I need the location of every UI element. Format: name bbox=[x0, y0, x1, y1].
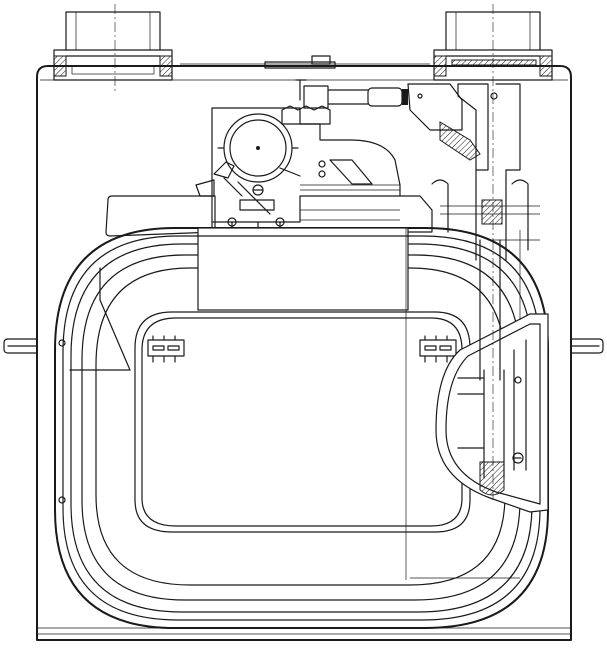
mounting-lug-left bbox=[3, 338, 38, 354]
inlet-pipe-connector bbox=[53, 4, 173, 92]
mounting-lug-right bbox=[570, 338, 604, 354]
diaphragm-chamber bbox=[54, 227, 549, 629]
outlet-tube bbox=[435, 230, 549, 513]
valve-linkage bbox=[295, 79, 540, 261]
index-gear bbox=[213, 105, 331, 211]
outlet-pipe-connector bbox=[433, 4, 553, 240]
measuring-unit bbox=[105, 107, 433, 237]
